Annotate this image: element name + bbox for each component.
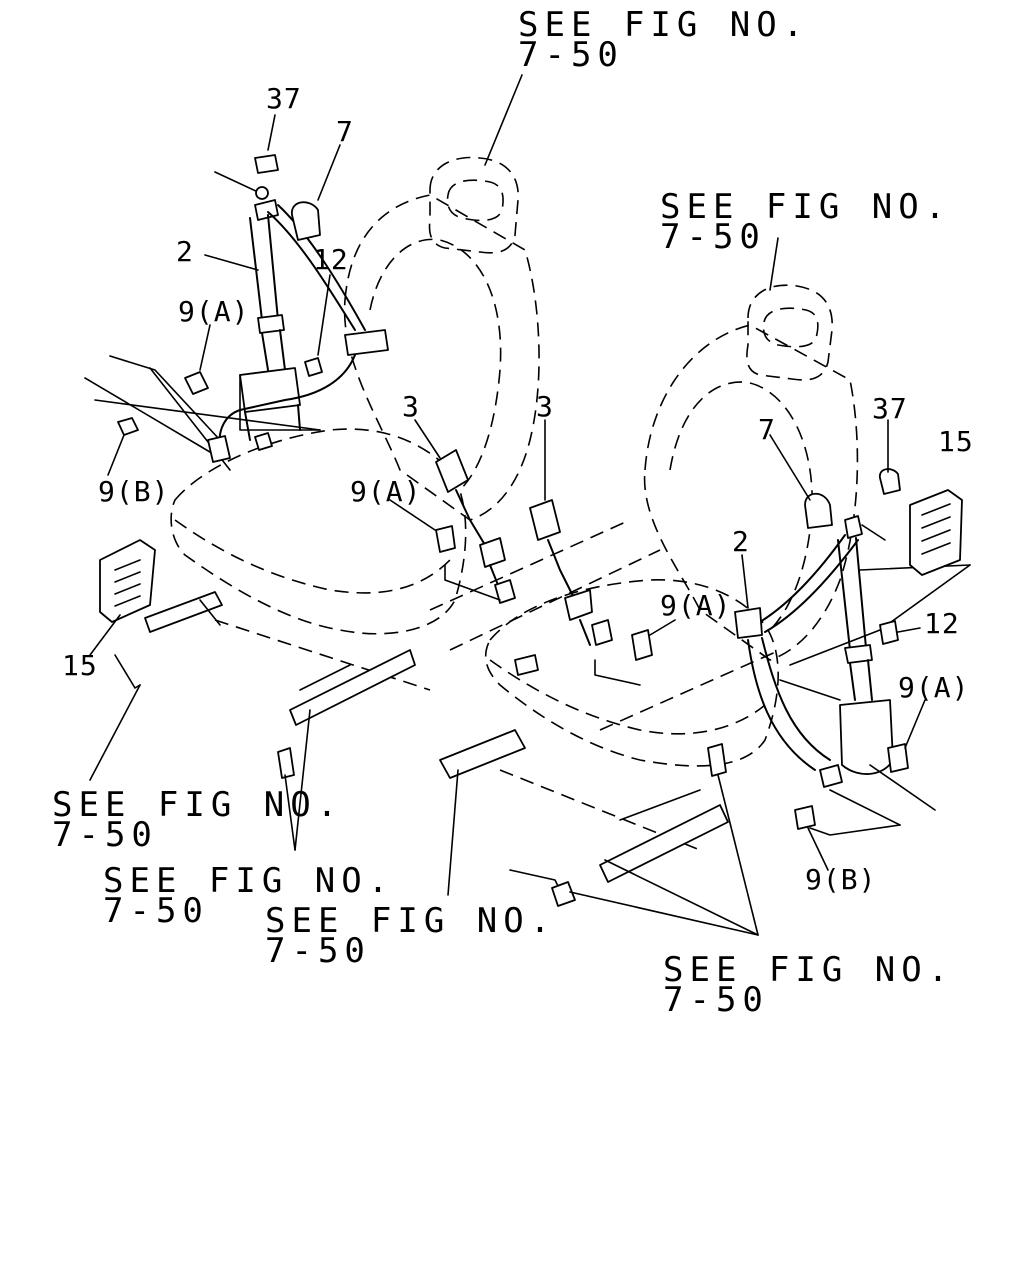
part-label-12-left: 12 xyxy=(313,243,349,276)
part-label-3-buckle-a: 3 xyxy=(402,390,420,423)
leader-lines xyxy=(89,74,926,936)
part-label-3-buckle-b: 3 xyxy=(536,390,554,423)
part-label-9a-right: 9(A) xyxy=(898,671,970,704)
see-fig-reference-bottom-right: SEE FIG NO. 7-50 xyxy=(663,950,955,1020)
right-seat-outline xyxy=(484,284,859,767)
center-buckles xyxy=(435,449,653,686)
part-label-37-right: 37 xyxy=(872,392,908,425)
part-label-2-left: 2 xyxy=(176,235,194,268)
part-label-7-left: 7 xyxy=(336,115,354,148)
see-fig-reference-left: SEE FIG NO. 7-50 xyxy=(52,785,344,855)
right-side-cover-15 xyxy=(909,489,963,576)
see-fig-reference-top-right: SEE FIG NO. 7-50 xyxy=(660,187,952,257)
see-fig-reference-left-lower: SEE FIG NO. 7-50 xyxy=(103,861,395,931)
part-label-7-right: 7 xyxy=(758,413,776,446)
part-label-9b-right: 9(B) xyxy=(805,863,877,896)
left-seat-belt-assembly xyxy=(84,154,389,471)
part-label-9a-center-right: 9(A) xyxy=(660,589,732,622)
part-label-9b-left: 9(B) xyxy=(98,475,170,508)
see-fig-reference-top-center: SEE FIG NO. 7-50 xyxy=(518,5,810,75)
part-label-15-left: 15 xyxy=(62,649,98,682)
right-seat-belt-assembly xyxy=(734,468,971,836)
part-label-15-right: 15 xyxy=(938,425,974,458)
part-label-12-right: 12 xyxy=(924,607,960,640)
left-seat-rails xyxy=(114,591,416,779)
left-side-cover-15 xyxy=(99,539,156,623)
part-label-9a-center: 9(A) xyxy=(350,475,422,508)
see-fig-reference-center: SEE FIG NO. 7-50 xyxy=(265,901,557,971)
left-seat-outline xyxy=(170,156,540,635)
right-seat-rails xyxy=(439,729,729,907)
part-label-2-right: 2 xyxy=(732,525,750,558)
part-label-37-left: 37 xyxy=(266,82,302,115)
part-label-9a-left: 9(A) xyxy=(178,295,250,328)
